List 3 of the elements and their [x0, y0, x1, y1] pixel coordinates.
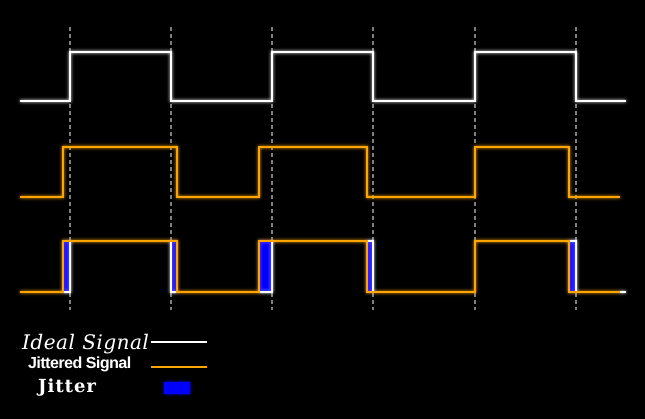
legend-label: Ideal Signal — [22, 330, 150, 354]
legend-label: Jittered Signal — [28, 355, 131, 373]
legend-label: Jitter — [38, 376, 97, 397]
